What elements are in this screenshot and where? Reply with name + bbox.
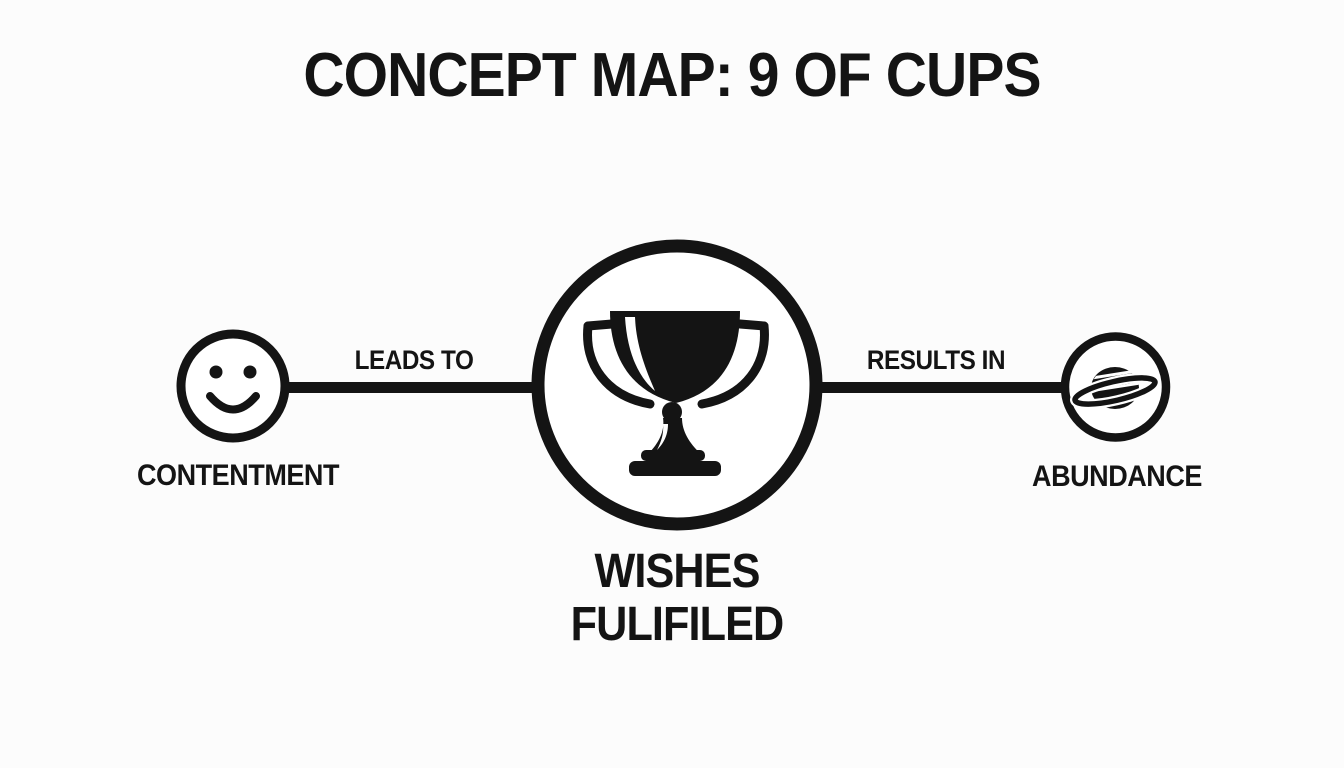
edge-label-leads-to: LEADS TO: [354, 345, 474, 375]
right-node-label: ABUNDANCE: [1032, 460, 1202, 493]
center-node-label-line1: WISHES: [594, 545, 760, 598]
left-node-label: CONTENTMENT: [136, 459, 340, 492]
trophy-icon: [583, 311, 769, 476]
center-node-circle: [531, 239, 823, 531]
edge-line-leads-to: [233, 382, 677, 393]
center-node-label: WISHES FULIFILED: [497, 545, 857, 651]
right-node-circle: [1060, 332, 1171, 442]
saturn-planet-icon: [1069, 367, 1161, 410]
smiley-face-icon: [206, 365, 260, 414]
center-node-label-line2: FULIFILED: [570, 598, 785, 651]
left-node-circle: [176, 329, 290, 443]
edge-line-results-in: [677, 382, 1116, 393]
edge-label-results-in: RESULTS IN: [866, 345, 1006, 375]
page-title: CONCEPT MAP: 9 OF CUPS: [303, 41, 1041, 110]
